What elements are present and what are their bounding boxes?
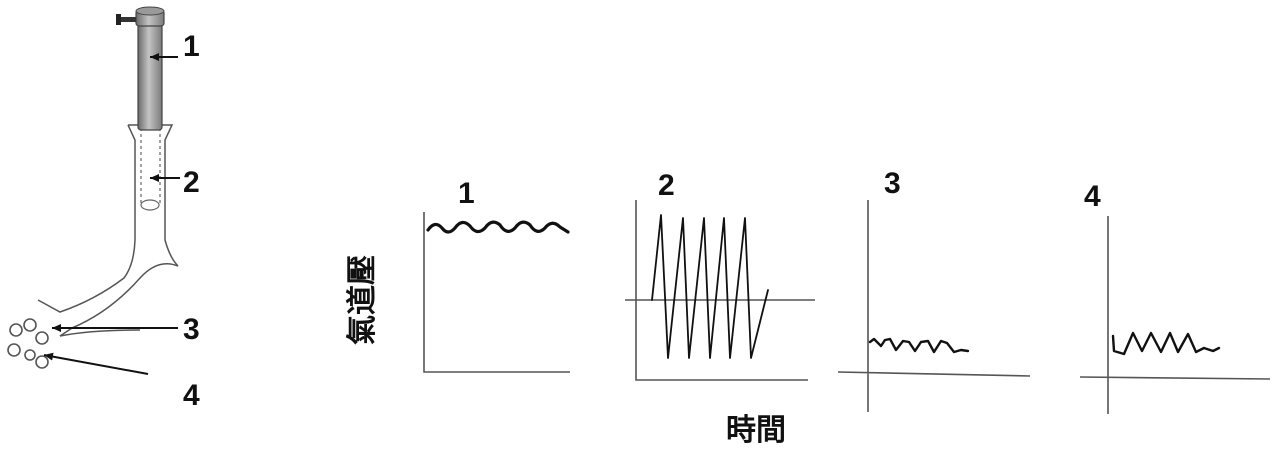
arrow-4 [43,352,149,375]
marker-2: 2 [183,166,200,199]
inner-tube-dashed [140,128,161,211]
right-bronchus-outline [59,263,179,337]
panel-2: 2 [625,169,815,381]
panel-3-label: 3 [884,167,901,200]
airway-diagram: 1 2 3 4 [7,6,200,412]
trachea-outline [37,124,179,313]
left-bronchus-outline [59,329,141,337]
panel-2-trace [651,214,769,359]
panel-1-trace [426,220,570,234]
x-axis-label: 時間 [726,413,786,448]
panel-4-label: 4 [1084,180,1101,213]
panel-1-label: 1 [458,177,475,210]
rigid-tube [116,6,165,131]
alveoli [7,318,49,369]
panel-4: 4 [1079,180,1271,414]
panel-1-axes [423,212,570,373]
panel-1: 1 [423,177,570,373]
panel-4-trace [1111,331,1221,356]
panel-3-axes [837,200,1031,412]
marker-4: 4 [183,379,200,412]
panel-2-axes [635,200,808,381]
marker-1: 1 [183,30,200,63]
panel-2-label: 2 [658,169,675,202]
panel-4-axes [1079,216,1271,414]
panel-3-trace [868,337,970,354]
marker-3: 3 [183,313,200,346]
panel-3: 3 [837,167,1031,412]
y-axis-label: 氣道壓 [345,255,380,345]
